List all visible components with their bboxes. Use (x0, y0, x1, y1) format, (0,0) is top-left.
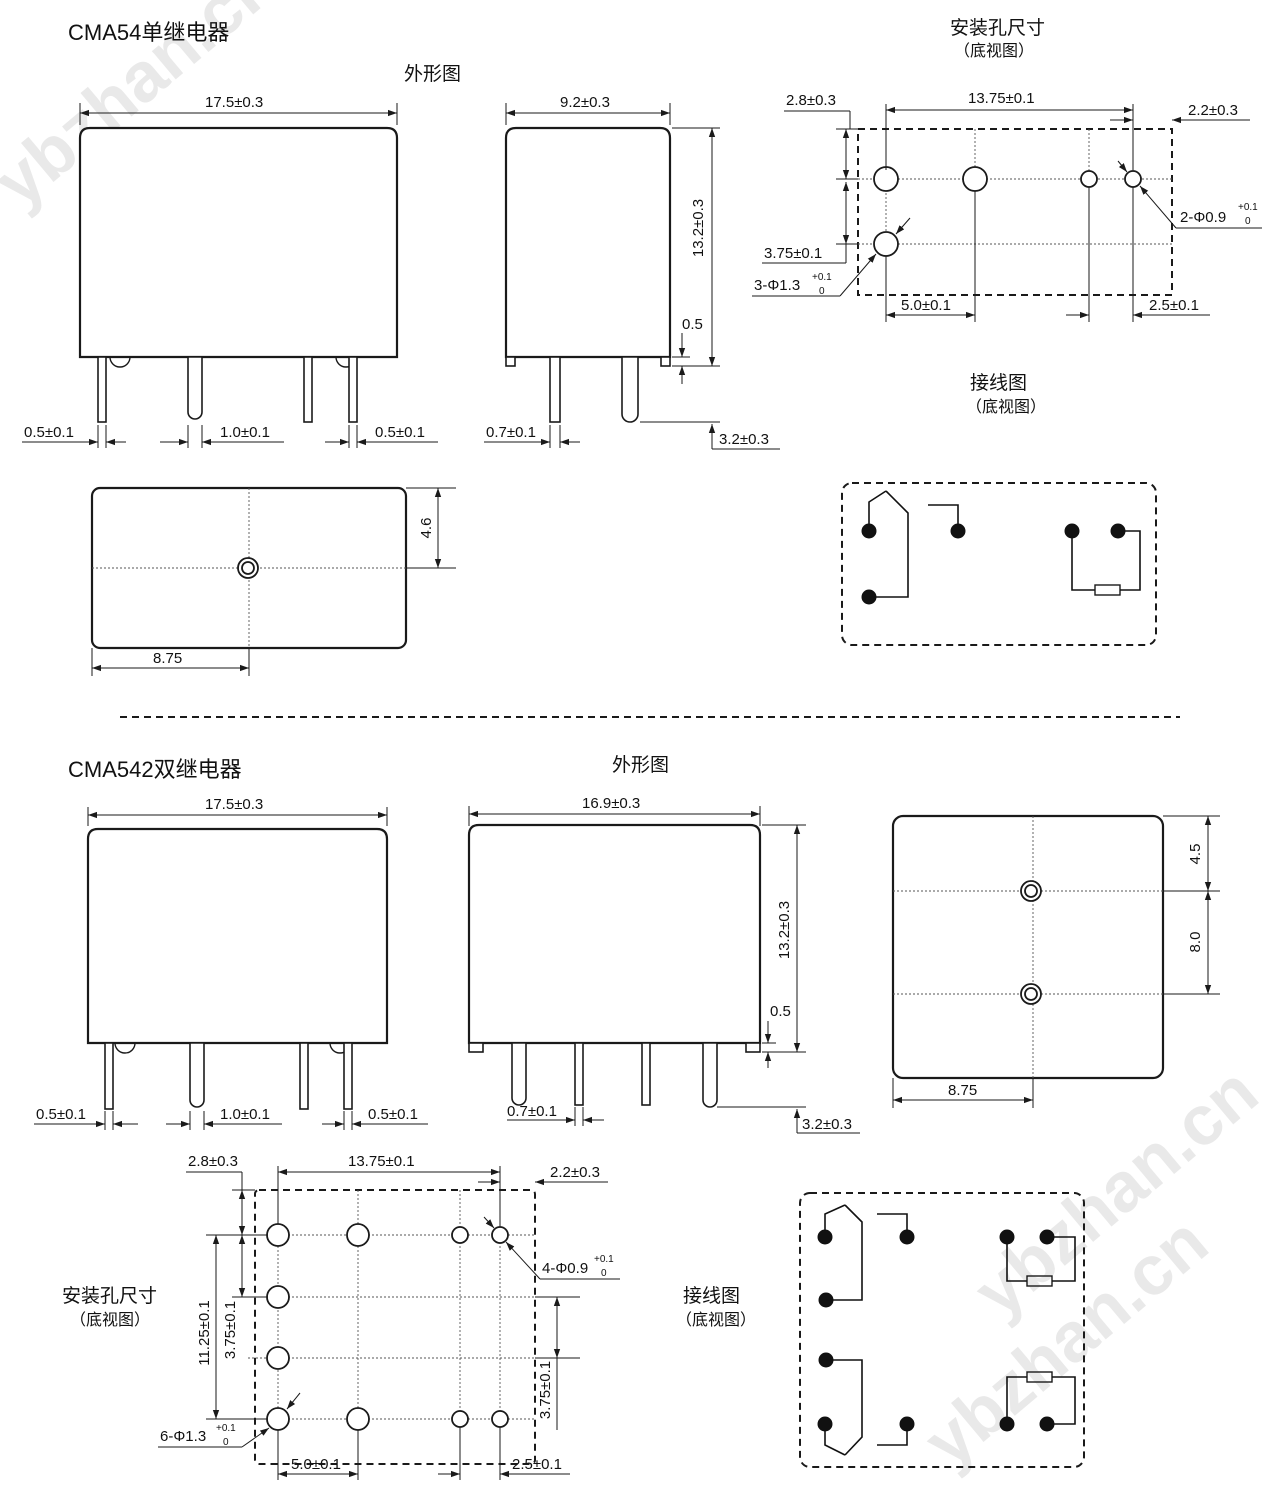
s2-top-offset-x: 8.75 (948, 1082, 977, 1099)
s2-mount-pitch: 5.0±0.1 (291, 1456, 341, 1473)
s2-hole-big-tol-bottom: 0 (223, 1437, 229, 1448)
section2-title: CMA542双继电器 (68, 757, 242, 782)
s2-mount-holes: 13.75±0.1 2.8±0.3 2.2±0.3 11.25±0.1 3.75… (158, 1153, 620, 1480)
s1-side-height: 13.2±0.3 (690, 199, 707, 257)
s2-top-view: 4.5 8.0 8.75 (891, 814, 1220, 1108)
s1-mount-right: 2.2±0.3 (1188, 102, 1238, 119)
s2-front-pin-right: 0.5±0.1 (368, 1106, 418, 1123)
section2-outline-caption: 外形图 (612, 754, 669, 776)
s2-front-width: 17.5±0.3 (205, 796, 263, 813)
s2-front-pin-left: 0.5±0.1 (36, 1106, 86, 1123)
s2-front-pin-mid: 1.0±0.1 (220, 1106, 270, 1123)
s1-wiring-diagram (841, 482, 1157, 646)
s1-side-pin-length: 3.2±0.3 (719, 431, 769, 448)
s2-wiring-sub: （底视图） (676, 1311, 756, 1329)
s2-hole-big: 6-Φ1.3 (160, 1428, 206, 1445)
s2-side-width: 16.9±0.3 (582, 795, 640, 812)
s2-hole-big-tol-top: +0.1 (216, 1423, 236, 1434)
s2-mount-total: 11.25±0.1 (196, 1300, 213, 1366)
s2-mount-row-right: 3.75±0.1 (537, 1361, 554, 1419)
section1-title: CMA54单继电器 (68, 20, 229, 45)
s1-mount-pitch-right: 2.5±0.1 (1149, 297, 1199, 314)
s1-hole-big-tol-bottom: 0 (819, 286, 825, 297)
s2-mount-sub: （底视图） (70, 1311, 150, 1329)
s1-top-offset-x: 8.75 (153, 650, 182, 667)
s1-hole-small-tol-bottom: 0 (1245, 216, 1251, 227)
s1-side-pin-width: 0.7±0.1 (486, 424, 536, 441)
s1-wiring-sub: （底视图） (966, 398, 1046, 416)
s1-front-pin-left: 0.5±0.1 (24, 424, 74, 441)
s1-hole-small: 2-Φ0.9 (1180, 209, 1226, 226)
s2-mount-caption: 安装孔尺寸 (62, 1285, 157, 1307)
s2-mount-right: 2.2±0.3 (550, 1164, 600, 1181)
s2-top-offset-y2: 8.0 (1187, 932, 1204, 953)
s1-mount-holes: 13.75±0.1 2.8±0.3 2.2±0.3 3.75±0.1 3-Φ1.… (752, 90, 1262, 322)
s1-wiring-caption: 接线图 (970, 372, 1027, 394)
s2-hole-small-tol-top: +0.1 (594, 1254, 614, 1265)
s1-hole-big-tol-top: +0.1 (812, 272, 832, 283)
s1-hole-small-tol-top: +0.1 (1238, 202, 1258, 213)
s1-mount-span: 13.75±0.1 (968, 90, 1035, 107)
s2-top-offset-y1: 4.5 (1187, 844, 1204, 865)
s2-mount-span: 13.75±0.1 (348, 1153, 415, 1170)
s1-side-standoff: 0.5 (682, 316, 703, 333)
s1-front-view: 17.5±0.3 0.5±0.1 1.0±0.1 0.5±0.1 (22, 94, 438, 448)
s1-top-offset-y: 4.6 (418, 518, 435, 539)
s2-hole-small-tol-bottom: 0 (601, 1268, 607, 1279)
s1-front-pin-mid: 1.0±0.1 (220, 424, 270, 441)
s2-side-standoff: 0.5 (770, 1003, 791, 1020)
s1-hole-big: 3-Φ1.3 (754, 277, 800, 294)
s2-hole-small: 4-Φ0.9 (542, 1260, 588, 1277)
s2-mount-pitch-right: 2.5±0.1 (512, 1456, 562, 1473)
s1-side-view: 9.2±0.3 13.2±0.3 0.5 0.7±0.1 3.2±0.3 (484, 94, 780, 450)
s1-side-width: 9.2±0.3 (560, 94, 610, 111)
s2-wiring-diagram (799, 1192, 1085, 1468)
s2-wiring-caption: 接线图 (683, 1285, 740, 1307)
s2-side-pin-length: 3.2±0.3 (802, 1116, 852, 1133)
s1-front-pin-right: 0.5±0.1 (375, 424, 425, 441)
s1-top-view: 4.6 8.75 (90, 486, 456, 676)
s1-mount-pitch: 5.0±0.1 (901, 297, 951, 314)
section1-outline-caption: 外形图 (404, 63, 461, 85)
s2-mount-row: 3.75±0.1 (222, 1301, 239, 1359)
s2-front-view: 17.5±0.3 0.5±0.1 1.0±0.1 0.5±0.1 (34, 796, 428, 1130)
s2-mount-left: 2.8±0.3 (188, 1153, 238, 1170)
s2-side-pin-width: 0.7±0.1 (507, 1103, 557, 1120)
s1-mount-left: 2.8±0.3 (786, 92, 836, 109)
s2-side-view: 16.9±0.3 13.2±0.3 0.5 0.7±0.1 3.2±0.3 (467, 795, 860, 1134)
s1-mount-caption: 安装孔尺寸 (950, 17, 1045, 39)
s2-side-height: 13.2±0.3 (776, 901, 793, 959)
s1-front-width: 17.5±0.3 (205, 94, 263, 111)
s1-mount-row: 3.75±0.1 (764, 245, 822, 262)
s1-mount-sub: （底视图） (954, 42, 1034, 60)
